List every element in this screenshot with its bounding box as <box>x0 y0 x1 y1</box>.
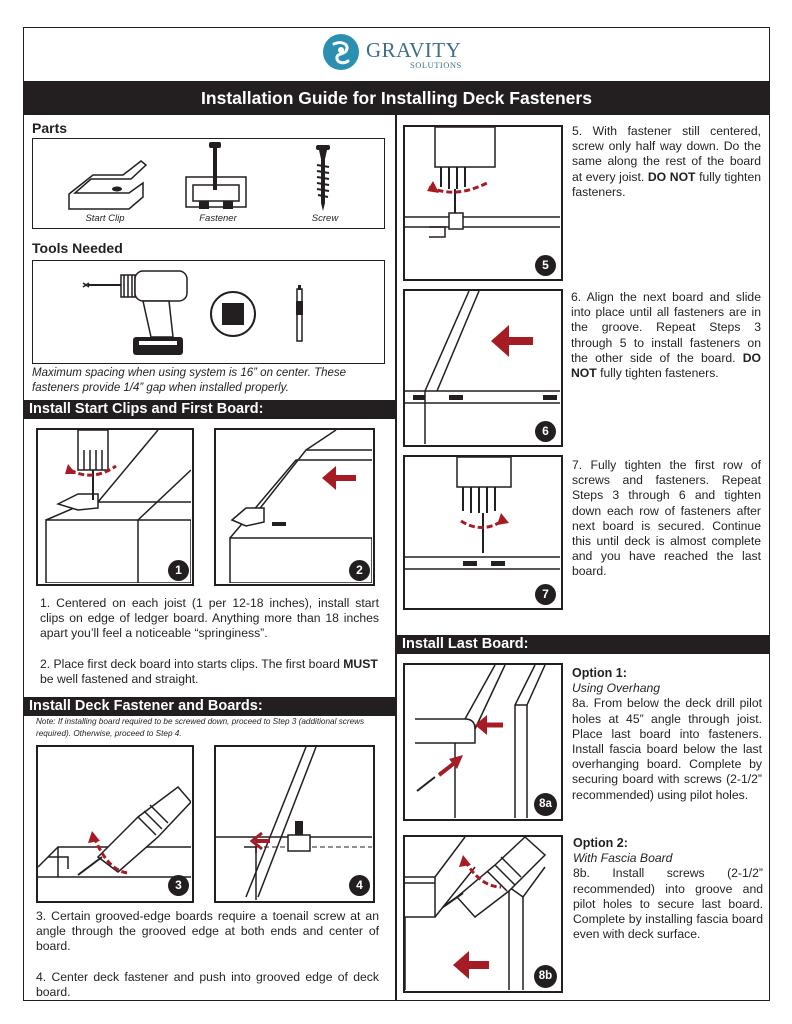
step-3-drawing <box>38 747 191 900</box>
step-1-illustration: 1 <box>36 428 194 586</box>
step-3-text: 3. Certain grooved-edge boards require a… <box>36 909 379 955</box>
step-2-drawing <box>216 430 372 583</box>
step-2-text: 2. Place first deck board into starts cl… <box>40 657 379 687</box>
step-7-illustration: 7 <box>403 455 563 610</box>
option-2-title: Option 2: <box>573 836 763 851</box>
tools-box <box>32 260 385 364</box>
brand-sub: SOLUTIONS <box>410 60 462 70</box>
tools-note: Maximum spacing when using system is 16”… <box>32 366 392 396</box>
step-badge: 5 <box>535 255 556 276</box>
step-badge: 4 <box>349 875 370 896</box>
option-2-text: 8b. Install screws (2-1/2” recommended) … <box>573 866 763 942</box>
part-caption: Screw <box>295 213 355 224</box>
step-2-strong: MUST <box>343 657 378 671</box>
step-5-text: 5. With fastener still centered, screw o… <box>572 124 761 200</box>
step-4-text: 4. Center deck fastener and push into gr… <box>36 970 379 1000</box>
step-badge: 2 <box>349 560 370 581</box>
parts-box: Start Clip Fastener Screw <box>32 138 385 229</box>
step-6-text-a: 6. Align the next board and slide into p… <box>571 290 761 365</box>
section-fastener-heading: Install Deck Fastener and Boards: <box>23 697 395 716</box>
step-8b-illustration: 8b <box>403 835 563 993</box>
option-1-title: Option 1: <box>572 666 762 681</box>
step-2-text-a: 2. Place first deck board into starts cl… <box>40 657 340 671</box>
step-6-illustration: 6 <box>403 289 563 447</box>
step-5-drawing <box>405 127 560 278</box>
step-6-text: 6. Align the next board and slide into p… <box>571 290 761 381</box>
option-2-block: Option 2: With Fascia Board 8b. Install … <box>573 836 763 942</box>
step-6-text-b: fully tighten fasteners. <box>600 366 719 380</box>
brand-logo: GRAVITY SOLUTIONS <box>322 33 472 75</box>
tools-heading: Tools Needed <box>32 240 123 256</box>
step-1-text: 1. Centered on each joist (1 per 12-18 i… <box>40 596 379 642</box>
step-badge: 7 <box>535 584 556 605</box>
step-badge: 3 <box>168 875 189 896</box>
fastener-note: Note: If installing board required to be… <box>36 716 386 740</box>
section-last-heading: Install Last Board: <box>396 635 770 654</box>
step-5-illustration: 5 <box>403 125 563 281</box>
driver-bit-icon <box>33 261 386 365</box>
step-6-drawing <box>405 291 560 444</box>
gravity-logo-icon <box>322 33 360 71</box>
step-badge: 1 <box>168 560 189 581</box>
step-4-illustration: 4 <box>214 745 375 903</box>
step-badge: 8a <box>534 793 557 816</box>
step-8a-illustration: 8a <box>403 663 563 821</box>
step-3-illustration: 3 <box>36 745 194 903</box>
parts-heading: Parts <box>32 120 67 136</box>
option-1-subtitle: Using Overhang <box>572 681 762 696</box>
section-start-heading: Install Start Clips and First Board: <box>23 400 395 419</box>
option-1-text: 8a. From below the deck drill pilot hole… <box>572 696 762 802</box>
step-4-drawing <box>216 747 372 900</box>
step-1-drawing <box>38 430 191 583</box>
step-7-drawing <box>405 457 560 607</box>
step-badge: 8b <box>534 965 557 988</box>
page-title: Installation Guide for Installing Deck F… <box>23 81 770 115</box>
column-divider <box>395 115 397 1001</box>
step-5-strong: DO NOT <box>648 170 696 184</box>
step-badge: 6 <box>535 421 556 442</box>
step-2-illustration: 2 <box>214 428 375 586</box>
part-caption: Start Clip <box>75 213 135 224</box>
option-1-block: Option 1: Using Overhang 8a. From below … <box>572 666 762 803</box>
step-7-text: 7. Fully tighten the first row of screws… <box>572 458 761 580</box>
option-2-subtitle: With Fascia Board <box>573 851 763 866</box>
part-caption: Fastener <box>188 213 248 224</box>
step-2-text-b: be well fastened and straight. <box>40 672 199 686</box>
